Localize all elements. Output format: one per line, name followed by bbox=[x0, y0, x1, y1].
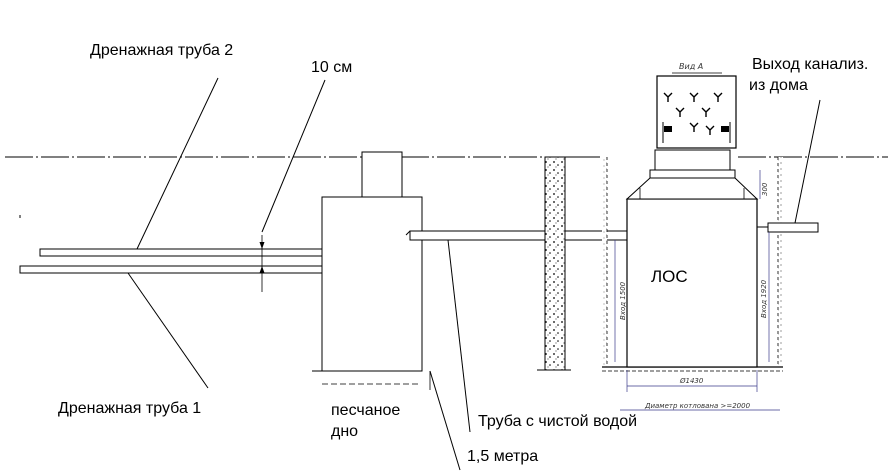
treatment-plant bbox=[625, 145, 759, 368]
label-drain-pipe-1: Дренажная труба 1 bbox=[58, 400, 201, 417]
drainage-pipe-2 bbox=[39, 248, 331, 257]
leader-clean-pipe bbox=[447, 239, 471, 433]
label-drain-pipe-2: Дренажная труба 2 bbox=[90, 42, 233, 59]
label-sand-bottom-2: дно bbox=[331, 423, 358, 440]
label-dim-pit: Диаметр котлована >=2000 bbox=[644, 402, 751, 410]
filter-well bbox=[312, 151, 423, 385]
leader-depth bbox=[429, 370, 461, 471]
label-dim-top: 300 bbox=[761, 182, 769, 196]
label-dim-height-left: Вход 1500 bbox=[619, 281, 627, 320]
sewer-inlet-pipe bbox=[757, 99, 821, 233]
label-sewer-outlet-1: Выход канализ. bbox=[752, 56, 868, 73]
label-dim-height-right: Вход 1920 bbox=[760, 279, 768, 318]
leader-drain-2 bbox=[136, 77, 219, 250]
label-dim-diameter: Ø1430 bbox=[679, 377, 704, 385]
gap-dimension bbox=[259, 79, 326, 292]
label-treatment-plant: ЛОС bbox=[651, 267, 688, 286]
label-clean-water-pipe: Труба с чистой водой bbox=[478, 413, 637, 430]
gravel-column bbox=[544, 156, 566, 371]
label-view-a: Вид А bbox=[679, 62, 703, 71]
label-depth: 1,5 метра bbox=[467, 448, 538, 465]
leader-drain-1 bbox=[127, 272, 209, 389]
label-sand-bottom-1: песчаное bbox=[331, 402, 400, 419]
drainage-pipe-1 bbox=[19, 265, 331, 274]
label-sewer-outlet-2: из дома bbox=[749, 77, 808, 94]
dimension-lines bbox=[614, 170, 780, 411]
plant-cover bbox=[656, 72, 737, 149]
label-gap-10cm: 10 см bbox=[311, 59, 352, 76]
